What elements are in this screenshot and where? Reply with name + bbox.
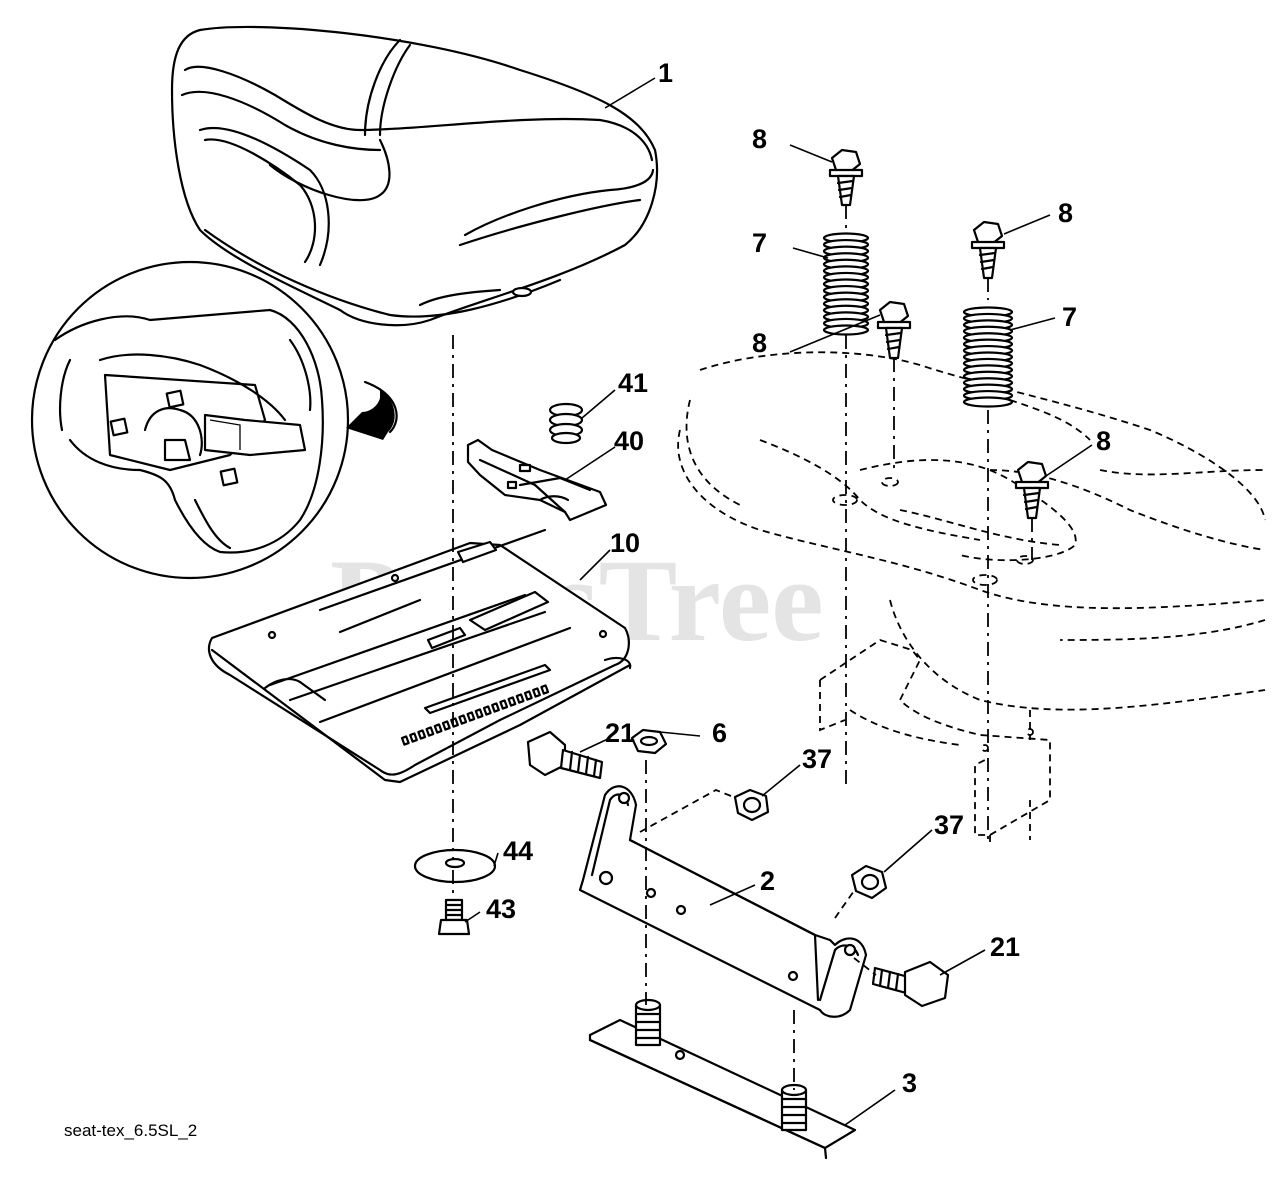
seat-pan-part — [207, 528, 632, 784]
adjust-slot — [532, 687, 541, 698]
callout-6: 6 — [712, 718, 727, 748]
shoulder-bolt-part-2 — [871, 960, 950, 1008]
seat-spring-part-2 — [962, 306, 1014, 408]
callout-2: 2 — [760, 866, 775, 896]
assembly-axis-lines — [452, 205, 1033, 1090]
detail-arrow — [346, 380, 398, 440]
drawing-code: seat-tex_6.5SL_2 — [64, 1121, 197, 1140]
seat-bracket-part — [578, 785, 868, 1018]
adjust-slot — [474, 708, 484, 719]
adjust-slot — [441, 720, 451, 731]
seat-part — [170, 25, 659, 327]
callout-8: 8 — [752, 328, 767, 358]
callout-8: 8 — [1096, 426, 1111, 456]
adjust-slot-row — [400, 684, 550, 746]
hex-nut-part — [630, 728, 668, 755]
callout-8: 8 — [752, 124, 767, 154]
callout-37: 37 — [934, 810, 964, 840]
flange-bolt-part-4 — [1014, 460, 1050, 520]
adjust-slot — [417, 729, 427, 740]
small-bolt-part — [437, 898, 471, 936]
adjust-slot — [540, 684, 550, 695]
flange-bolt-part-2 — [970, 220, 1006, 280]
adjust-slot — [482, 705, 492, 716]
spring-coil — [962, 396, 1014, 408]
callout-21: 21 — [605, 718, 635, 748]
flange-nut-part-2 — [850, 864, 888, 900]
callout-37: 37 — [802, 744, 832, 774]
adjust-slot — [491, 702, 500, 713]
flange-nut-part — [733, 788, 770, 822]
small-spring-part — [548, 402, 584, 445]
switch-bracket-part — [466, 438, 608, 522]
adjust-slot — [466, 711, 476, 722]
adjust-slot — [409, 732, 418, 743]
callout-43: 43 — [486, 894, 516, 924]
callout-8: 8 — [1058, 198, 1073, 228]
adjust-slot — [425, 726, 435, 737]
fender-outline — [677, 351, 1266, 845]
adjust-slot — [400, 735, 410, 746]
leader-lines — [464, 77, 1093, 1126]
adjust-slot — [433, 723, 443, 734]
callout-41: 41 — [618, 368, 648, 398]
flange-bolt-part-3 — [876, 300, 912, 360]
adjust-slot — [499, 699, 509, 710]
spring-coil — [822, 324, 870, 336]
callout-40: 40 — [614, 426, 644, 456]
callout-7: 7 — [752, 228, 767, 258]
adjust-slot — [523, 690, 533, 701]
callout-21: 21 — [990, 932, 1020, 962]
callout-3: 3 — [902, 1068, 917, 1098]
adjust-slot — [515, 693, 525, 704]
detail-view-circle — [30, 260, 350, 580]
mounting-plate-part — [588, 998, 857, 1160]
adjust-slot — [507, 696, 517, 707]
callout-10: 10 — [610, 528, 640, 558]
flange-bolt-part — [828, 148, 864, 207]
callout-1: 1 — [658, 58, 673, 88]
shoulder-bolt-part — [526, 730, 604, 780]
callout-44: 44 — [503, 836, 533, 866]
callout-labels: 1 8 8 7 7 8 8 41 40 10 21 6 37 37 44 43 … — [486, 58, 1111, 1098]
seat-spring-part — [822, 232, 870, 336]
washer-part — [413, 848, 497, 884]
adjust-slot — [458, 714, 468, 725]
callout-7: 7 — [1062, 302, 1077, 332]
